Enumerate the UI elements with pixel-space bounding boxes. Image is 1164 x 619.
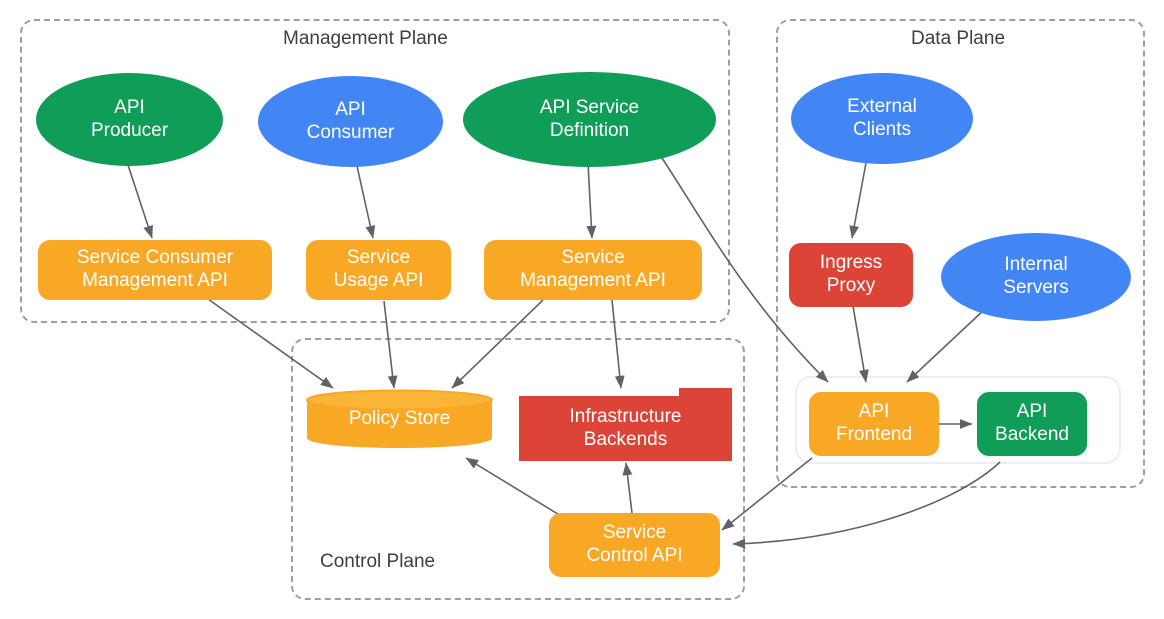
plane-label-control: Control Plane	[320, 551, 436, 572]
node-label: API Frontend	[835, 401, 913, 445]
node-service-usage-api[interactable]: Service Usage API	[306, 240, 451, 300]
node-label: External Clients	[847, 95, 917, 140]
node-label: Service Control API	[586, 522, 683, 566]
node-label: Service Management API	[520, 247, 666, 291]
node-label: Service Usage API	[333, 247, 424, 291]
node-label: API Producer	[90, 96, 169, 141]
node-internal-servers[interactable]: Internal Servers	[941, 233, 1131, 321]
folder-shape	[519, 388, 732, 461]
node-label: Internal Servers	[1003, 254, 1069, 298]
node-api-frontend[interactable]: API Frontend	[809, 392, 939, 456]
node-api-backend[interactable]: API Backend	[977, 392, 1087, 456]
node-label: API Backend	[995, 401, 1069, 445]
node-label: Ingress Proxy	[819, 252, 883, 296]
node-api-service-definition[interactable]: API Service Definition	[463, 72, 716, 167]
node-label: API Consumer	[306, 98, 395, 143]
node-ingress-proxy[interactable]: Ingress Proxy	[789, 243, 913, 307]
node-service-consumer-management-api[interactable]: Service Consumer Management API	[38, 240, 272, 300]
node-label-line1: Infrastructure	[569, 405, 682, 427]
node-service-management-api[interactable]: Service Management API	[484, 240, 702, 300]
node-label: Policy Store	[348, 408, 451, 429]
node-label: API Service Definition	[539, 96, 640, 141]
plane-label-data: Data Plane	[911, 28, 1006, 49]
node-label-line2: Backends	[583, 428, 668, 450]
node-external-clients[interactable]: External Clients	[791, 73, 973, 164]
node-api-consumer[interactable]: API Consumer	[258, 76, 443, 167]
node-api-producer[interactable]: API Producer	[36, 73, 223, 166]
node-infrastructure-backends[interactable]: Infrastructure Backends	[519, 388, 732, 461]
cylinder-shape	[306, 389, 493, 448]
node-policy-store[interactable]: Policy Store	[305, 388, 494, 450]
plane-label-management: Management Plane	[283, 28, 448, 49]
node-service-control-api[interactable]: Service Control API	[549, 513, 720, 577]
node-label: Service Consumer Management API	[76, 247, 234, 291]
